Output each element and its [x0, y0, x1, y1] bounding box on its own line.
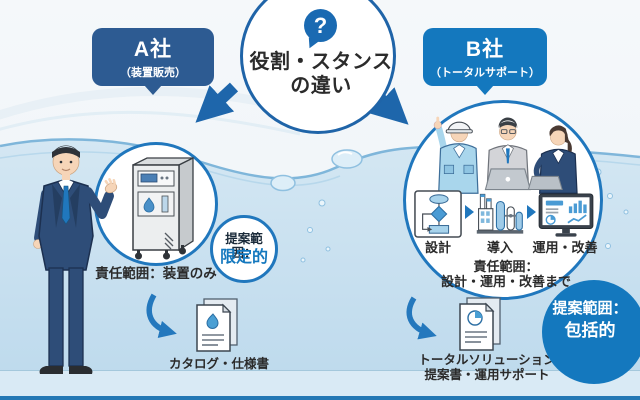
bottom-border-bar — [0, 396, 640, 400]
company-b-label-bubble: B社 （トータルサポート） — [423, 28, 547, 95]
diagram-title-line2: の違い — [290, 75, 352, 97]
limited-scope-badge: 提案範囲： 限定的 — [210, 215, 278, 283]
arrow-to-proposal — [406, 296, 437, 340]
catalog-document-icon — [196, 298, 238, 352]
company-b-name: B社 — [465, 38, 505, 61]
company-a-deliverable: カタログ・仕様書 — [168, 357, 269, 371]
comprehensive-scope-badge: 提案範囲： 包括的 — [542, 280, 640, 384]
company-b-subtitle: （トータルサポート） — [430, 67, 540, 79]
company-a-bubble-tail — [144, 85, 162, 95]
company-a-responsibility: 責任範囲：装置のみ — [95, 266, 217, 281]
step-operation-label: 運用・改善 — [532, 240, 598, 255]
proposal-document-icon — [459, 297, 501, 351]
company-b-deliverable-line2: 提案書・運用サポート — [424, 368, 550, 382]
company-a-name: A社 — [133, 38, 173, 61]
diagram-title-line1: 役割・スタンス — [249, 51, 393, 73]
salesman-illustration — [33, 145, 118, 374]
step-implementation-label: 導入 — [486, 240, 513, 255]
comprehensive-scope-value: 包括的 — [564, 321, 616, 340]
question-circle: ? 役割・スタンス の違い — [240, 0, 396, 134]
floor-line — [0, 370, 640, 371]
question-icon: ? — [304, 9, 337, 42]
consultant-figure — [527, 125, 578, 194]
comprehensive-scope-label: 提案範囲： — [552, 300, 628, 317]
company-a-subtitle: （装置販売） — [120, 67, 186, 79]
limited-scope-value: 限定的 — [219, 249, 268, 266]
arrow-to-catalog — [146, 293, 177, 338]
factory-icon — [476, 193, 524, 234]
engineer-figure — [484, 117, 532, 191]
limited-scope-label: 提案範囲： — [225, 232, 263, 261]
question-icon-tail — [305, 37, 320, 51]
flowchart-icon — [414, 190, 462, 238]
company-b-bubble-tail — [476, 85, 494, 95]
step-arrow-1 — [465, 205, 474, 219]
company-a-circle — [94, 142, 218, 266]
floor-band — [0, 371, 640, 396]
arrow-to-company-a — [195, 82, 239, 123]
company-b-responsibility-line1: 責任範囲： — [473, 259, 539, 274]
step-design-label: 設計 — [424, 240, 451, 255]
company-b-responsibility-line2: 設計・運用・改善まで — [440, 274, 571, 289]
step-arrow-2 — [527, 205, 536, 219]
monitor-chart-icon — [538, 193, 594, 237]
company-b-deliverable-line1: トータルソリューション — [418, 353, 556, 367]
company-a-label-bubble: A社 （装置販売） — [92, 28, 214, 95]
company-b-circle: 設計 導入 運用・改善 責任範囲： 設計・運用・改善まで — [403, 100, 603, 300]
worker-figure — [433, 116, 479, 194]
surface-bubbles — [270, 149, 363, 192]
open-hand — [104, 178, 118, 194]
support-team-illustration — [433, 116, 578, 194]
machine-icon — [132, 156, 194, 260]
